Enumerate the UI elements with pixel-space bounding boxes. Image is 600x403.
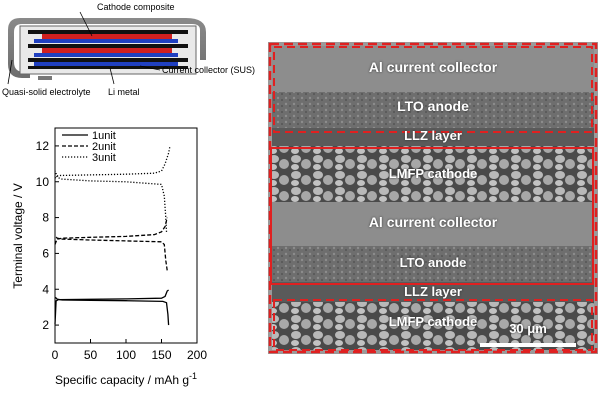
llz-layer-label-1: LLZ layer bbox=[404, 128, 462, 143]
series-1-discharge-curve bbox=[54, 296, 170, 326]
y-tick-label: 6 bbox=[42, 246, 49, 260]
legend-label: 1unit bbox=[92, 130, 116, 142]
lmfp-cathode-label-1: LMFP cathode bbox=[388, 166, 478, 181]
x-tick-label: 0 bbox=[52, 348, 59, 362]
lmfp-cathode-label-2: LMFP cathode bbox=[388, 314, 478, 329]
al-layer-1 bbox=[272, 46, 594, 92]
al-collector-label-2: Al current collector bbox=[368, 214, 498, 230]
series-3-charge-curve bbox=[54, 145, 171, 179]
y-tick-label: 4 bbox=[42, 282, 49, 296]
lto-layer-1 bbox=[272, 92, 594, 128]
lmfp-layer-1 bbox=[272, 146, 594, 202]
y-tick-label: 12 bbox=[36, 139, 50, 153]
series-3-discharge-curve bbox=[54, 170, 168, 232]
y-axis-label: Terminal voltage / V bbox=[11, 183, 25, 288]
y-tick-label: 2 bbox=[42, 318, 49, 332]
y-tick-label: 8 bbox=[42, 211, 49, 225]
quasi-solid-electrolyte-label: Quasi-solid electrolyte bbox=[2, 87, 91, 97]
series-1-charge-curve bbox=[54, 289, 169, 325]
sem-cross-section: Al current collector LTO anode LLZ layer… bbox=[268, 42, 598, 354]
leader-lines bbox=[7, 11, 161, 85]
llz-layer-2 bbox=[272, 282, 594, 302]
unit2-solid-frame bbox=[270, 147, 594, 285]
x-axis-ticks: 0 50 100 150 200 bbox=[52, 339, 207, 362]
y-tick-label: 10 bbox=[36, 175, 50, 189]
unit1-dashed-frame bbox=[273, 46, 593, 133]
electrode-stack bbox=[28, 30, 188, 69]
series-2-discharge-curve bbox=[54, 235, 168, 271]
x-axis-label-sup: -1 bbox=[189, 371, 197, 381]
unit3-dashed-frame bbox=[273, 299, 593, 351]
x-tick-label: 50 bbox=[84, 348, 98, 362]
x-tick-label: 100 bbox=[116, 348, 136, 362]
llz-layer-label-2: LLZ layer bbox=[404, 284, 462, 299]
lto-layer-2 bbox=[272, 246, 594, 282]
lto-anode-label-1: LTO anode bbox=[397, 98, 469, 114]
x-tick-label: 200 bbox=[187, 348, 207, 362]
al-collector-label-1: Al current collector bbox=[368, 59, 498, 75]
x-axis-label: Specific capacity / mAh g-1 bbox=[55, 371, 197, 387]
legend-label: 2unit bbox=[92, 141, 116, 153]
x-tick-label: 150 bbox=[151, 348, 171, 362]
lto-anode-label-2: LTO anode bbox=[399, 255, 467, 270]
y-axis-ticks: 2 4 6 8 10 12 bbox=[36, 139, 59, 332]
voltage-curves bbox=[54, 145, 171, 326]
lmfp-layer-2 bbox=[272, 302, 594, 350]
cell-schematic: Cathode composite Current collector (SUS… bbox=[2, 2, 255, 97]
scale-bar-label: 30 μm bbox=[509, 321, 547, 336]
current-collector-label: Current collector (SUS) bbox=[162, 65, 255, 75]
cathode-composite-label: Cathode composite bbox=[97, 2, 175, 12]
plot-frame bbox=[54, 127, 198, 344]
legend-label: 3unit bbox=[92, 152, 116, 164]
x-axis-label-main: Specific capacity / mAh g bbox=[55, 373, 189, 387]
li-metal-label: Li metal bbox=[108, 87, 140, 97]
scale-bar bbox=[480, 343, 576, 347]
al-layer-2 bbox=[272, 202, 594, 246]
